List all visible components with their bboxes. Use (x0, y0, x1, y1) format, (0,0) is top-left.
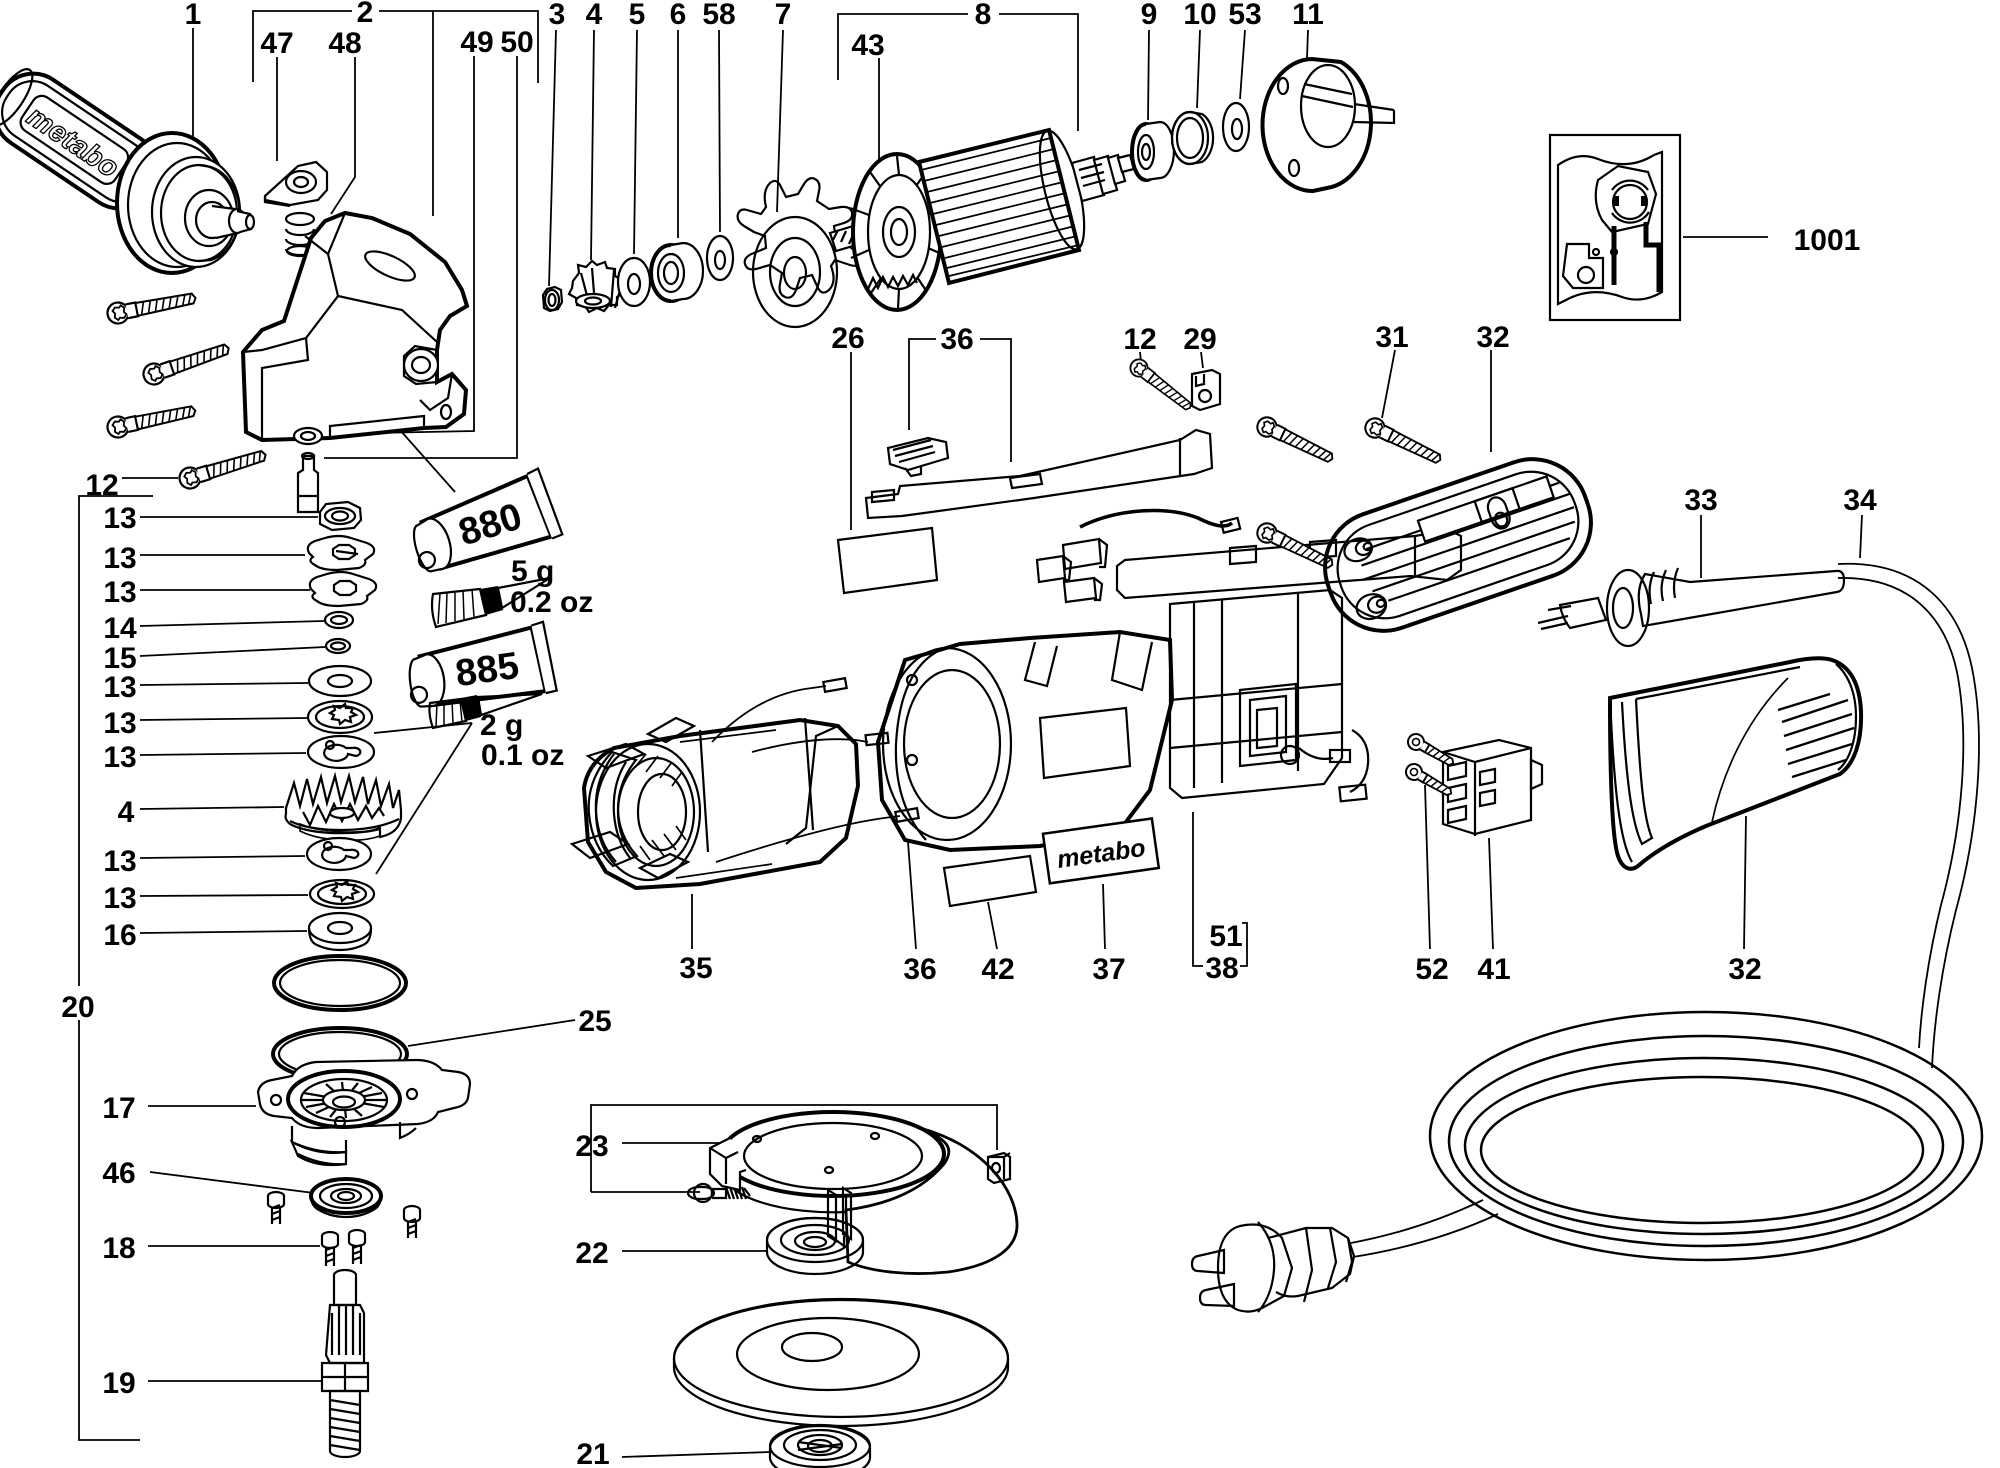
svg-text:13: 13 (103, 882, 136, 915)
svg-text:32: 32 (1476, 321, 1509, 354)
svg-text:0.1 oz: 0.1 oz (481, 739, 564, 772)
svg-text:4: 4 (118, 796, 135, 829)
svg-text:47: 47 (260, 27, 293, 60)
svg-text:29: 29 (1183, 323, 1216, 356)
svg-text:53: 53 (1228, 0, 1261, 31)
svg-text:5: 5 (629, 0, 646, 31)
svg-text:48: 48 (328, 27, 361, 60)
svg-text:2: 2 (357, 0, 374, 29)
svg-text:52: 52 (1415, 953, 1448, 986)
svg-text:12: 12 (85, 469, 118, 502)
svg-text:50: 50 (500, 26, 533, 59)
svg-text:7: 7 (775, 0, 792, 31)
svg-text:36: 36 (940, 323, 973, 356)
svg-text:22: 22 (575, 1237, 608, 1270)
svg-text:58: 58 (702, 0, 735, 31)
svg-text:23: 23 (575, 1130, 608, 1163)
svg-text:2 g: 2 g (480, 709, 523, 742)
svg-text:36: 36 (903, 953, 936, 986)
svg-text:12: 12 (1123, 323, 1156, 356)
svg-text:13: 13 (103, 671, 136, 704)
svg-text:32: 32 (1728, 953, 1761, 986)
svg-text:21: 21 (576, 1438, 609, 1468)
svg-text:35: 35 (679, 952, 712, 985)
svg-text:13: 13 (103, 542, 136, 575)
svg-text:16: 16 (103, 919, 136, 952)
svg-text:1001: 1001 (1794, 224, 1861, 257)
svg-text:13: 13 (103, 845, 136, 878)
svg-text:49: 49 (460, 26, 493, 59)
svg-text:18: 18 (102, 1232, 135, 1265)
svg-text:51: 51 (1209, 920, 1242, 953)
svg-text:17: 17 (102, 1092, 135, 1125)
svg-text:25: 25 (578, 1005, 611, 1038)
svg-text:46: 46 (102, 1157, 135, 1190)
svg-text:15: 15 (103, 642, 136, 675)
svg-text:37: 37 (1092, 953, 1125, 986)
svg-text:20: 20 (61, 991, 94, 1024)
svg-text:26: 26 (831, 322, 864, 355)
svg-text:6: 6 (670, 0, 687, 31)
svg-text:885: 885 (453, 645, 522, 695)
svg-text:13: 13 (103, 741, 136, 774)
svg-text:8: 8 (975, 0, 992, 31)
svg-text:13: 13 (103, 576, 136, 609)
svg-text:41: 41 (1477, 953, 1510, 986)
svg-text:42: 42 (981, 953, 1014, 986)
svg-text:4: 4 (586, 0, 603, 31)
svg-text:14: 14 (103, 612, 137, 645)
svg-text:34: 34 (1843, 484, 1877, 517)
svg-text:11: 11 (1292, 0, 1324, 31)
svg-text:13: 13 (103, 707, 136, 740)
svg-text:33: 33 (1684, 484, 1717, 517)
svg-text:19: 19 (102, 1367, 135, 1400)
svg-text:0.2 oz: 0.2 oz (510, 586, 593, 619)
svg-text:43: 43 (851, 29, 884, 62)
svg-text:3: 3 (549, 0, 566, 31)
svg-text:38: 38 (1205, 952, 1238, 985)
svg-text:13: 13 (103, 502, 136, 535)
svg-text:10: 10 (1183, 0, 1216, 31)
svg-text:31: 31 (1375, 321, 1408, 354)
svg-text:5 g: 5 g (511, 555, 554, 588)
svg-text:1: 1 (185, 0, 202, 31)
svg-text:9: 9 (1141, 0, 1158, 31)
